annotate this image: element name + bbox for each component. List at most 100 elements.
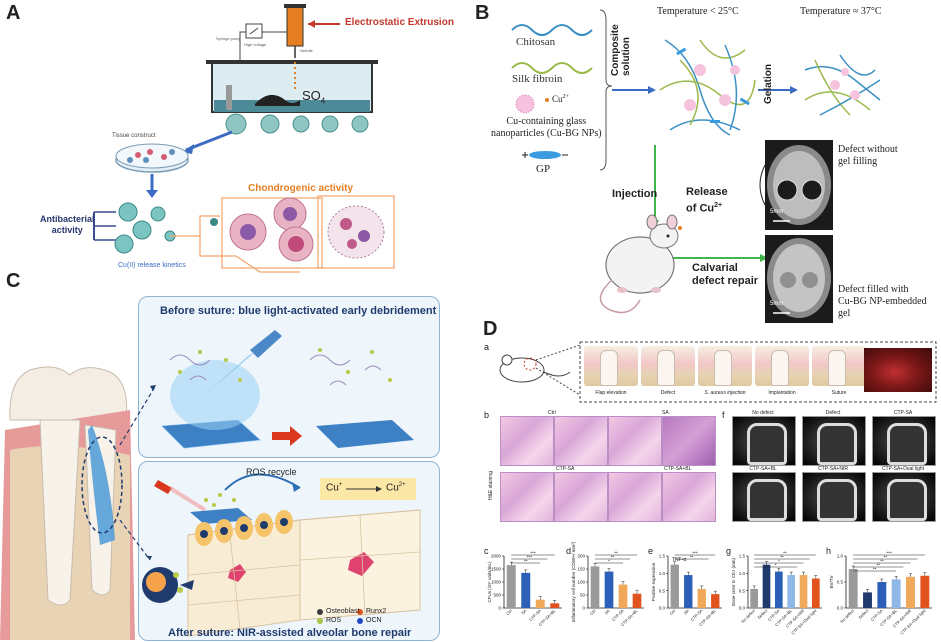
silk-strand-icon	[511, 62, 593, 74]
significance-label: **	[873, 566, 877, 571]
electrostatic-extrusion-label: Electrostatic Extrusion	[345, 17, 454, 28]
chart-title: TNF-α	[672, 557, 686, 563]
y-tick-label: 200	[577, 554, 585, 559]
he-image-sa-low	[608, 416, 662, 466]
significance-label: *	[778, 558, 780, 563]
chitosan-label: Chitosan	[516, 36, 556, 48]
significance-label: ***	[530, 550, 536, 555]
bead-3	[292, 115, 310, 133]
bar	[711, 594, 720, 608]
bar	[920, 575, 930, 608]
he-group-ctp-sa-bl: CTP-SA+BL	[664, 466, 692, 472]
tooth-icon	[771, 350, 789, 386]
significance-label: **	[524, 558, 528, 563]
he-image-ctrl-low	[500, 416, 554, 466]
x-tick-label: CTP-SA+Dual light	[899, 608, 927, 636]
bar	[750, 588, 758, 608]
ct-image-1	[732, 416, 796, 466]
legend-ocn: OCN	[366, 617, 382, 624]
temperature-body-label: Temperature ≈ 37°C	[800, 6, 882, 17]
significance-label: **	[783, 550, 787, 555]
bar	[799, 575, 808, 608]
sub-label-f: f	[722, 410, 725, 420]
cu2-label: Cu2+	[552, 94, 569, 104]
y-axis-label: Bone crest to CEJ (mm)	[731, 557, 736, 606]
scale-bar-label-1: 5mm	[770, 209, 784, 215]
procedure-step-label: Suture	[831, 390, 847, 396]
panel-label-d: D	[483, 318, 498, 340]
y-tick-label: 0.0	[739, 606, 746, 611]
y-tick-label: 0.5	[837, 580, 844, 585]
bar	[775, 571, 783, 608]
procedure-step-label: Defect	[660, 390, 676, 396]
gp-icon	[529, 151, 561, 159]
bar	[812, 578, 820, 608]
sub-label-g: g	[726, 546, 732, 556]
bar	[891, 579, 901, 608]
significance-label: **	[884, 554, 888, 559]
significance-label: **	[880, 558, 884, 563]
y-tick-label: 150	[577, 567, 585, 572]
y-tick-label: 1000	[491, 580, 502, 585]
bar	[670, 564, 679, 608]
y-tick-label: 0.5	[659, 588, 666, 593]
release-kinetics-label: Cu(II) release kinetics	[118, 262, 186, 269]
bar	[877, 582, 887, 608]
bar	[906, 576, 915, 608]
legend-dot-ros	[317, 618, 323, 624]
significance-label: *	[775, 562, 777, 567]
y-tick-label: 500	[493, 593, 501, 598]
bone-cell-layer	[187, 509, 421, 637]
he-image-ctp-sa-bl-low	[608, 472, 662, 522]
sub-label-d: d	[566, 546, 572, 556]
he-image-ctp-sa-high	[554, 472, 608, 522]
he-group-ctrl: Ctrl	[548, 410, 556, 416]
tooth-icon	[600, 350, 618, 386]
he-group-sa: SA	[662, 410, 669, 416]
ct-group-label: CTP-SA+BL	[749, 466, 777, 472]
injection-label: Injection	[612, 188, 658, 200]
x-tick-label: SA	[683, 608, 691, 616]
significance-label: ***	[527, 554, 533, 559]
bar	[590, 566, 600, 608]
silk-fibroin-label: Silk fibroin	[512, 73, 563, 85]
y-tick-label: 1.5	[659, 554, 666, 559]
ct-group-label: No defect	[752, 410, 774, 416]
bar	[550, 603, 560, 608]
bar	[535, 599, 545, 608]
y-tick-label: 0	[582, 606, 585, 611]
significance-label: *	[608, 558, 610, 563]
bead-5	[351, 115, 369, 133]
procedure-step-label: S. aureus injection	[704, 390, 746, 396]
so4-label: SO4	[302, 88, 326, 106]
sub-label-a: a	[484, 342, 490, 352]
bar	[787, 575, 795, 608]
y-tick-label: 1.0	[659, 571, 666, 576]
y-tick-label: 0.0	[837, 606, 844, 611]
after-suture-title: After suture: NIR-assisted alveolar bone…	[168, 627, 412, 639]
y-tick-label: 1500	[491, 567, 502, 572]
bar	[632, 593, 642, 608]
x-tick-label: Ctrl	[669, 608, 677, 616]
y-axis-label: Inflammatory cell number (CD68+/ mm²)	[571, 541, 576, 622]
ct-image-5	[802, 472, 866, 522]
scale-bar-label-2: 5mm	[770, 301, 784, 307]
bar	[697, 588, 706, 608]
gp-label: GP	[536, 163, 551, 175]
bar	[506, 565, 516, 608]
y-axis-label: Positive expression	[651, 562, 656, 601]
setup-label-1: Syringe pump	[216, 36, 241, 41]
y-tick-label: 1.5	[739, 554, 746, 559]
significance-label: **	[876, 562, 880, 567]
y-tick-label: 0	[498, 606, 501, 611]
significance-label: **	[690, 554, 694, 559]
y-tick-label: 1.0	[739, 571, 746, 576]
